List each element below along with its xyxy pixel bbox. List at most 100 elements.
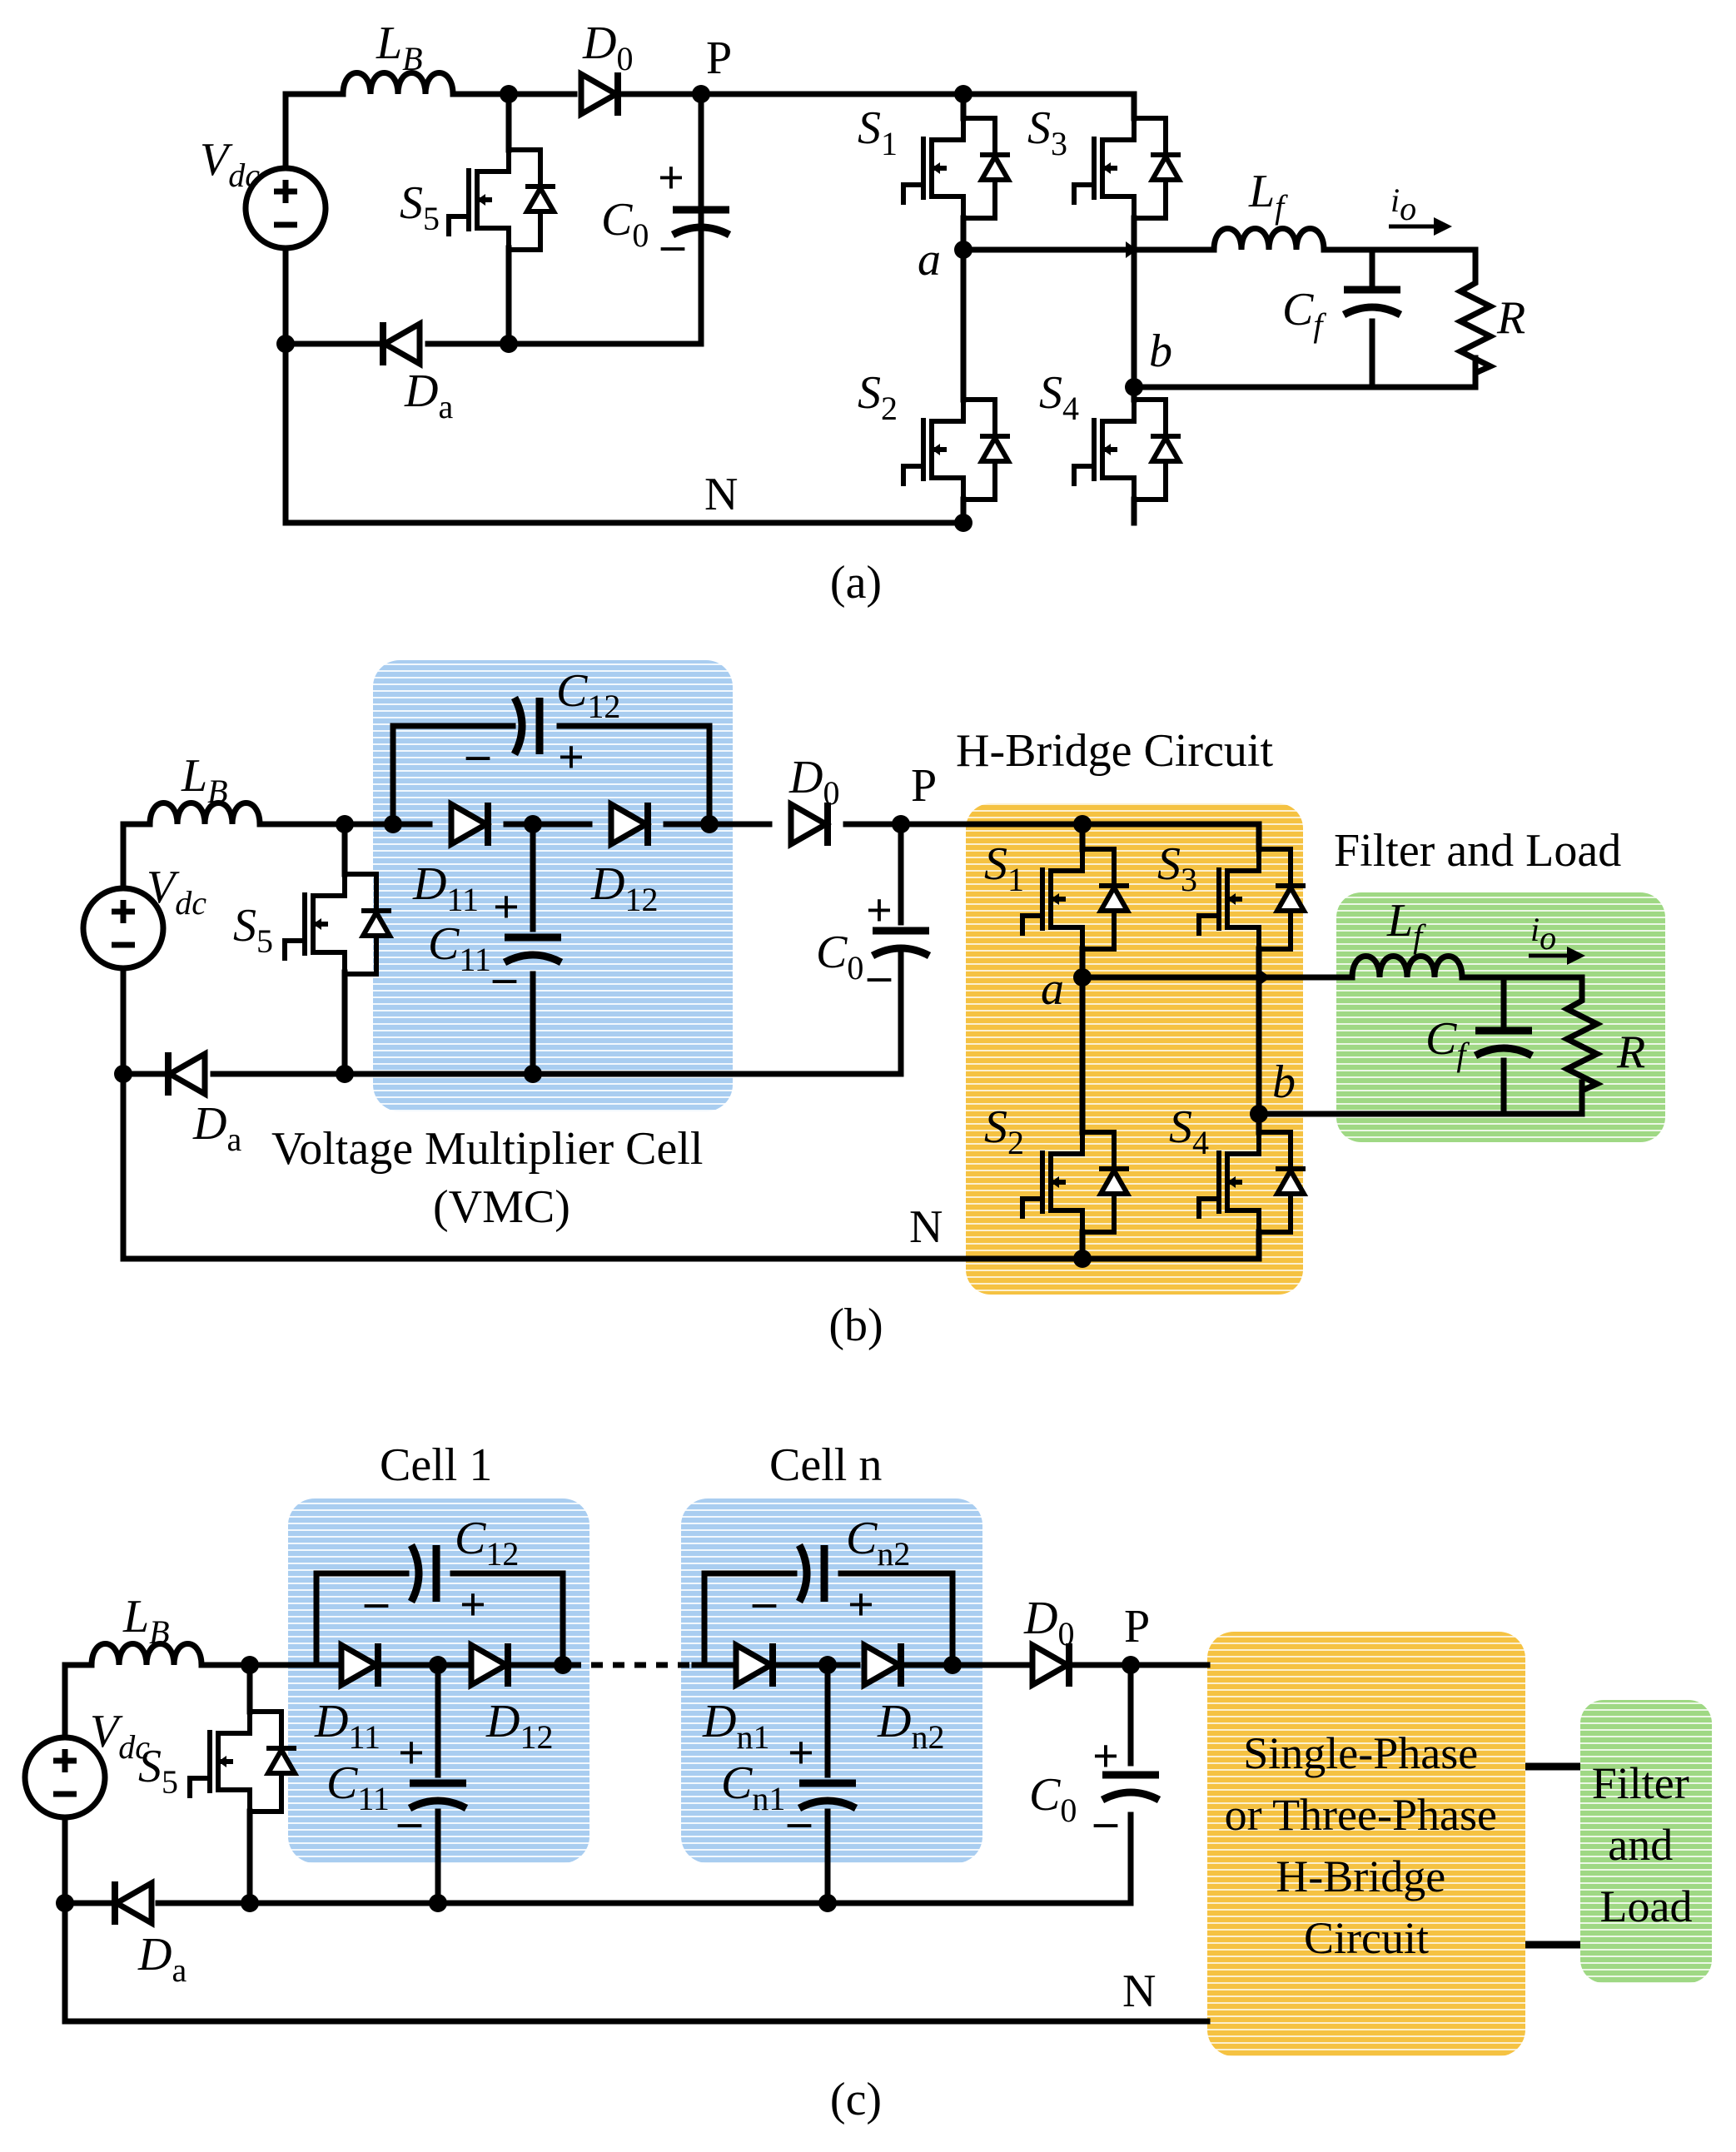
filter-load-block — [1580, 1700, 1712, 1983]
label-s4: S4 — [1169, 1101, 1209, 1161]
label-c11: C11 — [428, 918, 491, 978]
label-r: R — [1616, 1026, 1645, 1078]
filter-load-text: Filter and Load — [1592, 1758, 1701, 1931]
label-d12: D12 — [485, 1696, 553, 1756]
label-io: io — [1390, 181, 1416, 227]
polarity-minus: – — [660, 219, 685, 271]
label-lb: LB — [181, 750, 228, 810]
node-b-label: b — [1272, 1056, 1296, 1108]
polarity-minus: – — [492, 952, 517, 1003]
label-s2: S2 — [984, 1101, 1024, 1161]
label-s1: S1 — [858, 102, 898, 162]
node-a-label: a — [1041, 963, 1064, 1015]
junction-dots — [114, 815, 1268, 1268]
figure-a: + – P N a b LB D0 Vdc S5 C0 Da S1 S3 S2 … — [200, 17, 1525, 609]
label-c11: C11 — [326, 1757, 390, 1817]
wire-arrowhead — [1259, 969, 1271, 986]
label-dn2: Dn2 — [877, 1696, 944, 1756]
label-d0: D0 — [1023, 1593, 1074, 1653]
label-vdc: Vdc — [147, 862, 206, 922]
diode-da — [115, 1881, 152, 1925]
label-vdc: Vdc — [90, 1706, 150, 1766]
label-c12: C12 — [455, 1513, 519, 1573]
label-s5: S5 — [233, 900, 273, 960]
label-cn1: Cn1 — [721, 1757, 785, 1817]
mosfet-s5 — [449, 150, 555, 250]
label-s5: S5 — [138, 1741, 178, 1801]
polarity-minus: – — [867, 950, 892, 1001]
diode-da — [168, 1052, 205, 1096]
label-s4: S4 — [1039, 367, 1079, 427]
polarity-plus: + — [493, 882, 520, 933]
vmc-abbreviation: (VMC) — [433, 1181, 570, 1233]
label-d12: D12 — [590, 858, 658, 918]
vmc-title: Voltage Multiplier Cell — [271, 1123, 703, 1175]
label-io: io — [1530, 911, 1556, 957]
label-s1: S1 — [984, 838, 1024, 898]
label-d11: D11 — [314, 1696, 381, 1756]
polarity-plus: + — [866, 885, 893, 937]
polarity-minus: – — [465, 728, 490, 780]
inductor-lf — [1214, 229, 1324, 251]
label-c0: C0 — [1029, 1769, 1077, 1829]
polarity-plus: + — [788, 1727, 814, 1779]
current-arrow-io — [1529, 947, 1585, 965]
label-c12: C12 — [556, 665, 620, 725]
label-d11: D11 — [412, 858, 479, 918]
h-bridge-text: Single-Phase or Three-Phase H-Bridge Cir… — [1225, 1728, 1509, 1963]
node-p-label: P — [911, 760, 937, 812]
label-r: R — [1496, 292, 1525, 344]
label-s5: S5 — [400, 177, 440, 237]
mosfet-s5 — [285, 874, 391, 974]
mosfet-s1 — [903, 118, 1010, 218]
node-n-label: N — [704, 469, 738, 520]
capacitor-cf — [1344, 290, 1400, 315]
polarity-minus: – — [752, 1576, 777, 1628]
diode-d0 — [581, 72, 618, 116]
label-lb: LB — [122, 1591, 170, 1651]
label-vdc: Vdc — [200, 134, 260, 194]
label-d0: D0 — [788, 752, 839, 812]
cell-n-block — [681, 1498, 982, 1863]
junction-dots — [276, 85, 1143, 532]
polarity-plus: + — [460, 1579, 486, 1631]
diode-d0 — [791, 803, 828, 846]
polarity-plus: + — [1092, 1731, 1119, 1782]
node-b-label: b — [1149, 326, 1172, 377]
label-s3: S3 — [1027, 102, 1067, 162]
caption-c: (c) — [830, 2074, 882, 2125]
figure-b: – + + – + – C12 D11 D12 C11 LB Vdc S5 Da… — [83, 660, 1665, 1351]
mosfet-s4 — [1074, 400, 1181, 499]
polarity-minus: – — [787, 1796, 812, 1847]
inductor-lb — [343, 73, 453, 95]
node-p-label: P — [1124, 1601, 1150, 1653]
node-n-label: N — [909, 1201, 943, 1253]
label-cn2: Cn2 — [846, 1513, 910, 1573]
inductor-lb — [92, 1644, 201, 1666]
label-da: Da — [404, 365, 453, 425]
inductor-lb — [150, 803, 260, 825]
cell-n-title: Cell n — [769, 1439, 882, 1491]
polarity-plus: + — [558, 732, 584, 783]
filter-load-title: Filter and Load — [1334, 825, 1621, 877]
label-c0: C0 — [816, 927, 863, 987]
caption-a: (a) — [830, 557, 882, 609]
node-a-label: a — [918, 234, 941, 286]
wire-arrowhead — [1126, 241, 1137, 258]
label-da: Da — [192, 1098, 241, 1158]
label-lf: Lf — [1248, 166, 1288, 226]
vmc-block — [373, 660, 733, 1111]
label-dn1: Dn1 — [702, 1696, 769, 1756]
mosfet-s2 — [903, 400, 1010, 499]
caption-b: (b) — [828, 1300, 883, 1351]
mosfet-s3 — [1074, 118, 1181, 218]
h-bridge-title: H-Bridge Circuit — [956, 725, 1273, 777]
polarity-minus: – — [364, 1576, 389, 1628]
label-d0: D0 — [582, 17, 633, 77]
diode-da — [383, 322, 420, 365]
mosfet-s5 — [190, 1712, 296, 1812]
node-n-label: N — [1122, 1966, 1156, 2017]
h-bridge-block — [1207, 1632, 1525, 2056]
